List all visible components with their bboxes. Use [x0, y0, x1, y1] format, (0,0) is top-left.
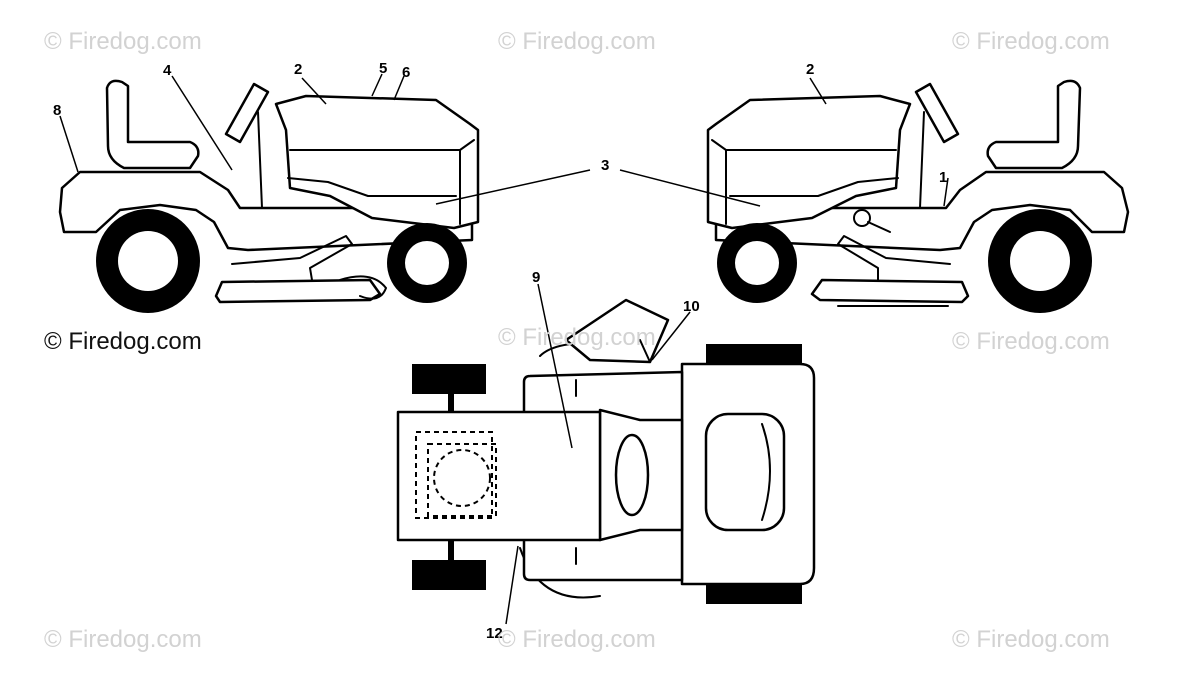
callout-labels: 1 2 2 3 4 5 6 8 9 10 12	[53, 60, 947, 642]
callout-4: 4	[163, 62, 172, 79]
watermark-bottom-right: © Firedog.com	[952, 626, 1110, 653]
callout-2-left: 2	[294, 61, 302, 78]
callout-12: 12	[486, 625, 503, 642]
callout-1: 1	[939, 169, 947, 186]
watermark-middle-left: © Firedog.com	[44, 328, 202, 355]
watermark-middle-center: © Firedog.com	[498, 324, 656, 351]
tractor-right-side-view	[619, 77, 1130, 313]
callout-9: 9	[532, 269, 540, 286]
callout-2-right: 2	[806, 61, 814, 78]
tractor-left-side-view	[58, 73, 591, 313]
watermark-top-center: © Firedog.com	[498, 28, 656, 55]
callout-10: 10	[683, 298, 700, 315]
watermark-bottom-left: © Firedog.com	[44, 626, 202, 653]
callout-6: 6	[402, 64, 410, 81]
callout-8: 8	[53, 102, 61, 119]
watermark-top-right: © Firedog.com	[952, 28, 1110, 55]
watermark-bottom-center: © Firedog.com	[498, 626, 656, 653]
callout-5: 5	[379, 60, 387, 77]
tractor-top-view	[396, 283, 816, 625]
watermark-middle-right: © Firedog.com	[952, 328, 1110, 355]
watermark-top-left: © Firedog.com	[44, 28, 202, 55]
callout-3: 3	[601, 157, 609, 174]
